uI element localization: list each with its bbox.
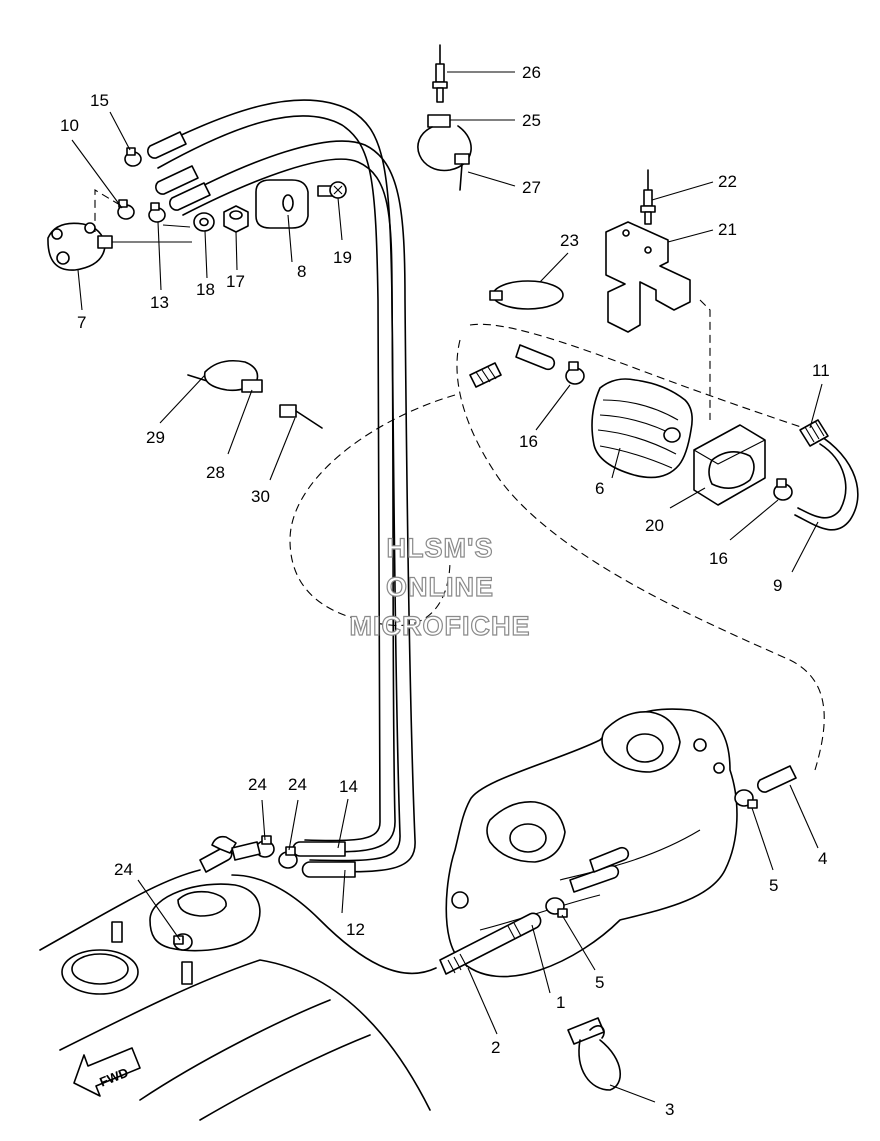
callout-10: 10 [60,116,79,135]
hose-4 [756,765,797,793]
hose-2-route [231,874,437,975]
cable-tie-30 [279,404,323,429]
callout-16-upper: 16 [519,432,538,451]
callout-8: 8 [297,262,306,281]
clamp-5-upper [734,789,758,809]
clamp-13 [148,202,166,223]
callout-21: 21 [718,220,737,239]
callout-27: 27 [522,178,541,197]
filter-6 [591,378,693,479]
callout-24-mid: 24 [248,775,267,794]
clamp-29 [187,359,263,393]
nut-17 [223,205,249,233]
leader-lines [71,71,823,1103]
watermark: HLSM'S ONLINE MICROFICHE [349,532,531,641]
carburetor-assembly [445,708,738,978]
clamp-3 [567,1017,622,1091]
callout-24-right: 24 [288,775,307,794]
hose-band-25 [417,114,472,172]
fuel-tank [39,835,431,1121]
callout-9: 9 [773,576,782,595]
callout-19: 19 [333,248,352,267]
hose-stub-10 [154,165,199,195]
callout-5-lower: 5 [595,973,604,992]
clamp-24-left [173,933,193,951]
hose-14-end [292,841,346,857]
callout-2: 2 [491,1038,500,1057]
hose-clamp-23 [489,280,564,310]
hose-6-top [515,344,556,371]
fuel-valve-7 [47,222,192,271]
callout-15: 15 [90,91,109,110]
callout-1: 1 [556,993,565,1012]
callout-12: 12 [346,920,365,939]
callout-29: 29 [146,428,165,447]
grommet-8 [255,179,309,229]
callout-6: 6 [595,479,604,498]
clamp-15 [124,147,142,167]
callout-labels: 1 2 3 4 5 5 6 7 8 9 10 11 12 13 14 15 16… [60,63,830,1119]
clamp-16-lower [773,478,793,501]
hose-stub-15 [146,131,187,159]
callout-23: 23 [560,231,579,250]
callout-11: 11 [812,361,830,380]
hose-9 [794,429,859,531]
hose-12-end [301,861,356,878]
callout-30: 30 [251,487,270,506]
fwd-arrow-icon: FWD [73,1047,141,1097]
clamp-16-upper [565,361,585,385]
callout-26: 26 [522,63,541,82]
rivet-26 [432,44,448,103]
callout-28: 28 [206,463,225,482]
holder-20 [693,424,766,506]
callout-14: 14 [339,777,358,796]
callout-3: 3 [665,1100,674,1119]
callout-22: 22 [718,172,737,191]
watermark-line-2: ONLINE [386,572,494,602]
callout-7: 7 [77,313,86,332]
cable-tie-27 [454,153,470,191]
callout-16-lower: 16 [709,549,728,568]
vent-hose-route [289,394,456,627]
clamp-24-right [278,846,298,869]
callout-24-left: 24 [114,860,133,879]
clamp-10 [117,199,135,220]
callout-20: 20 [645,516,664,535]
callout-18: 18 [196,280,215,299]
callout-17: 17 [226,272,245,291]
hose-24-stub [231,841,261,861]
fuel-hose-12 [174,140,416,873]
watermark-line-1: HLSM'S [387,533,494,563]
callout-4: 4 [818,849,827,868]
hose-1 [439,912,542,975]
screw-19 [317,181,347,199]
callout-25: 25 [522,111,541,130]
callout-5-upper: 5 [769,876,778,895]
rivet-22 [640,169,656,225]
clamp-11 [799,419,829,447]
watermark-line-3: MICROFICHE [350,611,531,641]
callout-13: 13 [150,293,169,312]
hose-stub-13 [168,182,211,211]
clamp-5-lower [545,897,568,918]
bracket-21 [605,221,691,333]
washer-18 [193,212,215,232]
